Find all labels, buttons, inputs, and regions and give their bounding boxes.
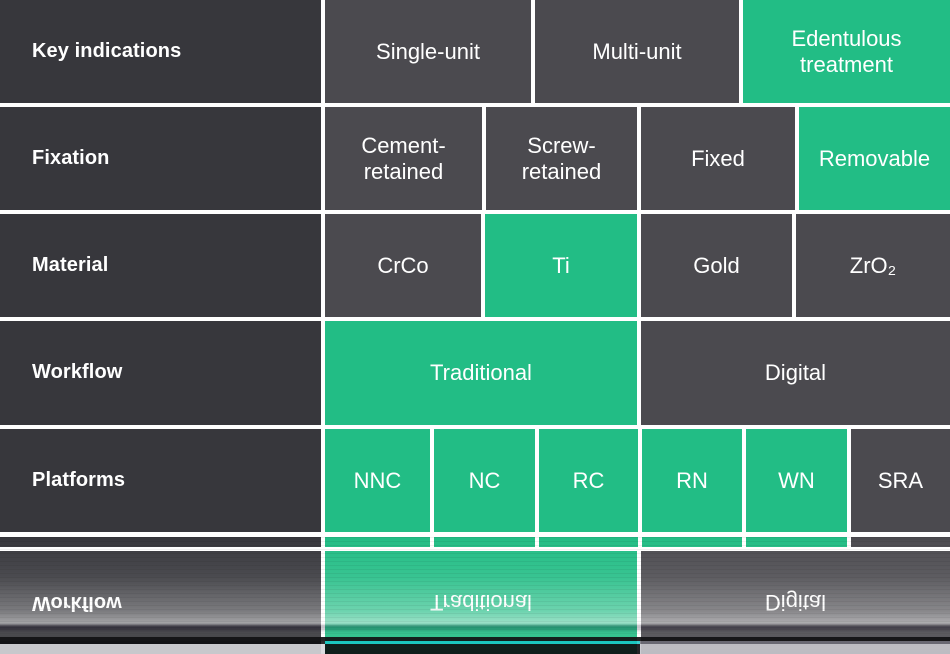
cell-ti[interactable]: Ti [485, 214, 637, 317]
cell-removable[interactable]: Removable [799, 107, 950, 210]
reflection-row-platforms: Platforms NNC NC RC RN WN SRA [0, 537, 950, 547]
comparison-table: Key indications Single-unit Multi-unit E… [0, 0, 950, 532]
reflection-row-workflow: Workflow Traditional Digital [0, 551, 950, 654]
table-row: Platforms NNC NC RC RN WN SRA [0, 429, 950, 532]
cell-multi-unit[interactable]: Multi-unit [535, 0, 739, 103]
cell-rc[interactable]: RC [539, 429, 638, 532]
row-label-fixation: Fixation [0, 107, 321, 210]
cell-crco[interactable]: CrCo [325, 214, 481, 317]
cell-edentulous-treatment[interactable]: Edentulous treatment [743, 0, 950, 103]
cell-screw-retained[interactable]: Screw- retained [486, 107, 637, 210]
reflection-label-platforms: Platforms [0, 537, 321, 547]
table-row: Fixation Cement- retained Screw- retaine… [0, 107, 950, 210]
cell-single-unit[interactable]: Single-unit [325, 0, 531, 103]
cell-digital[interactable]: Digital [641, 321, 950, 425]
row-label-workflow: Workflow [0, 321, 321, 425]
table-row: Material CrCo Ti Gold ZrO₂ [0, 214, 950, 317]
cell-fixed[interactable]: Fixed [641, 107, 795, 210]
reflection-cell-traditional: Traditional [325, 551, 637, 654]
reflection-cell-sra: SRA [851, 537, 950, 547]
row-label-key-indications: Key indications [0, 0, 321, 103]
cell-nc[interactable]: NC [434, 429, 535, 532]
cell-nnc[interactable]: NNC [325, 429, 430, 532]
reflection-cell-nnc: NNC [325, 537, 430, 547]
table-reflection: Workflow Traditional Digital Platforms N… [0, 537, 950, 654]
reflection-cell-digital: Digital [641, 551, 950, 654]
row-label-platforms: Platforms [0, 429, 321, 532]
table-row: Workflow Traditional Digital [0, 321, 950, 425]
reflection-cell-nc: NC [434, 537, 535, 547]
cell-cement-retained[interactable]: Cement- retained [325, 107, 482, 210]
cell-zro2[interactable]: ZrO₂ [796, 214, 950, 317]
row-label-material: Material [0, 214, 321, 317]
reflection-cell-wn: WN [746, 537, 847, 547]
cell-wn[interactable]: WN [746, 429, 847, 532]
cell-sra[interactable]: SRA [851, 429, 950, 532]
cell-rn[interactable]: RN [642, 429, 742, 532]
cell-traditional[interactable]: Traditional [325, 321, 637, 425]
table-row: Key indications Single-unit Multi-unit E… [0, 0, 950, 103]
reflection-cell-rc: RC [539, 537, 638, 547]
reflection-label-workflow: Workflow [0, 551, 321, 654]
cell-gold[interactable]: Gold [641, 214, 792, 317]
reflection-cell-rn: RN [642, 537, 742, 547]
